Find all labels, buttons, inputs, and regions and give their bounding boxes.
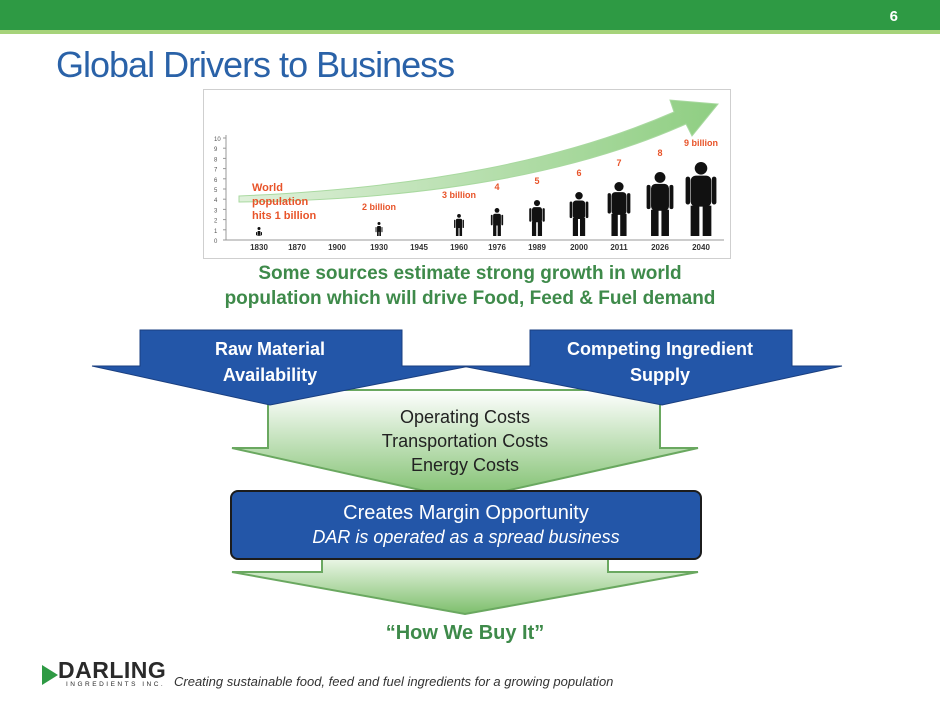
year-label: 1870 [288, 243, 306, 252]
y-tick-label: 8 [214, 157, 218, 163]
logo-triangle-icon [42, 665, 58, 685]
competing-line-2: Supply [629, 365, 690, 385]
population-label: 2 billion [362, 202, 396, 212]
cost-list: Operating Costs Transportation Costs Ene… [300, 405, 630, 477]
y-tick-label: 3 [214, 208, 218, 214]
year-label: 2000 [570, 243, 588, 252]
y-tick-label: 9 [214, 147, 218, 153]
caption: Some sources estimate strong growth in w… [150, 261, 790, 311]
population-label: 8 [657, 148, 662, 158]
year-label: 1989 [528, 243, 546, 252]
person-icon [685, 162, 717, 236]
person-icon [569, 192, 589, 236]
logo-sub: INGREDIENTS INC. [66, 681, 166, 688]
competing-label: Competing Ingredient Supply [540, 336, 780, 388]
margin-subtitle: DAR is operated as a spread business [312, 527, 620, 547]
page-number: 6 [889, 8, 898, 25]
y-tick-label: 7 [214, 168, 218, 174]
y-tick-label: 4 [214, 198, 218, 204]
population-label: 3 billion [442, 190, 476, 200]
margin-title: Creates Margin Opportunity [343, 502, 589, 524]
tagline: Creating sustainable food, feed and fuel… [174, 674, 614, 689]
output-arrow [231, 554, 699, 616]
person-icon [375, 222, 383, 236]
year-label: 1930 [370, 243, 388, 252]
year-label: 1900 [328, 243, 346, 252]
year-label: 1960 [450, 243, 468, 252]
y-tick-label: 10 [214, 137, 221, 143]
page-title: Global Drivers to Business [56, 44, 455, 85]
year-label: 2040 [692, 243, 710, 252]
headline-2: population [252, 196, 308, 208]
raw-material-line-2: Availability [222, 365, 318, 385]
y-tick-label: 5 [214, 188, 218, 194]
caption-line-2: population which will drive Food, Feed &… [224, 288, 716, 309]
population-label: 6 [576, 168, 581, 178]
person-icon [646, 172, 674, 236]
caption-line-1: Some sources estimate strong growth in w… [258, 263, 682, 284]
year-label: 1945 [410, 243, 428, 252]
population-label: 4 [494, 182, 499, 192]
y-tick-label: 1 [214, 229, 218, 235]
population-label: 5 [534, 176, 539, 186]
how-we-buy-it: “How We Buy It” [385, 622, 545, 644]
year-label: 2011 [610, 243, 628, 252]
y-tick-label: 0 [214, 239, 218, 245]
year-label: 1976 [488, 243, 506, 252]
top-banner [0, 0, 940, 30]
raw-material-label: Raw Material Availability [150, 336, 390, 388]
population-label: 7 [616, 158, 621, 168]
competing-arrow [461, 329, 843, 406]
margin-opportunity-box: Creates Margin Opportunity DAR is operat… [230, 490, 702, 560]
cost-item: Operating Costs [399, 407, 531, 427]
raw-material-line-1: Raw Material [214, 339, 326, 359]
person-icon [256, 227, 262, 236]
logo-word: DARLING [58, 657, 167, 683]
y-tick-label: 2 [214, 219, 218, 225]
competing-line-1: Competing Ingredient [567, 339, 753, 359]
y-tick-label: 6 [214, 178, 218, 184]
headline-3: hits 1 billion [252, 210, 316, 222]
cost-item: Energy Costs [410, 455, 520, 475]
cost-item: Transportation Costs [381, 431, 549, 451]
year-label: 1830 [250, 243, 268, 252]
person-icon [529, 200, 545, 236]
year-label: 2026 [651, 243, 669, 252]
population-label: 9 billion [684, 138, 718, 148]
person-icon [607, 182, 631, 236]
person-icon [490, 208, 504, 236]
growth-arrow [238, 99, 719, 203]
person-icon [454, 214, 464, 236]
top-banner-accent [0, 30, 940, 34]
raw-material-arrow [91, 329, 471, 406]
flow-diagram [91, 329, 843, 616]
headline-1: World [252, 182, 283, 194]
